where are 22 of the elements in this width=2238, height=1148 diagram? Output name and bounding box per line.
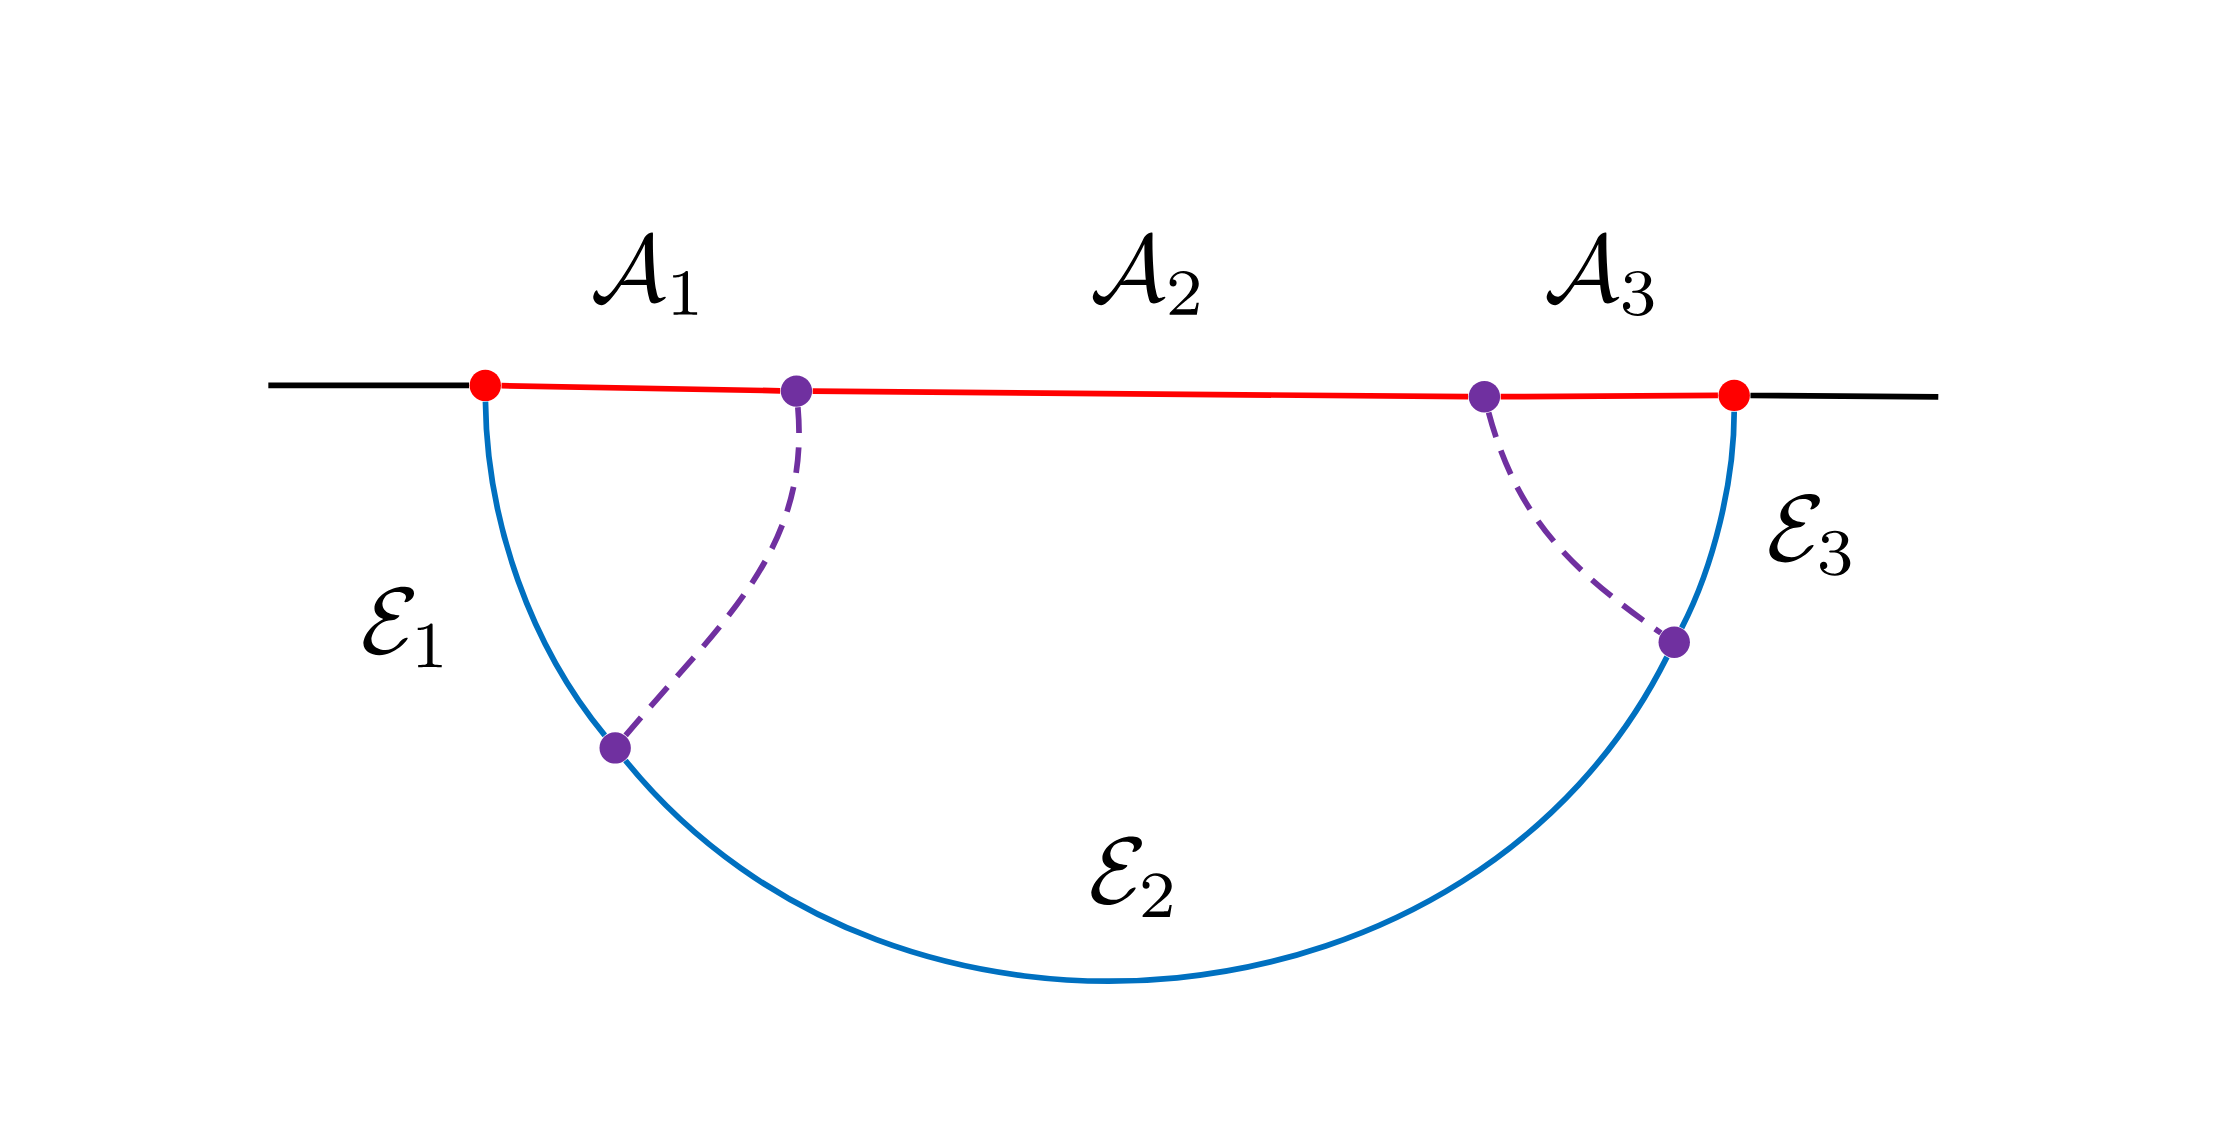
arc: [623, 655, 1670, 984]
arc: [1679, 411, 1738, 630]
dot: [780, 375, 813, 407]
dot: [1658, 626, 1690, 659]
math-label: $\mathcal{E}_2$: [1091, 836, 1172, 918]
dot: [1468, 381, 1501, 413]
math-label: $\mathcal{A}_1$: [593, 232, 698, 315]
dashed-curve: [623, 407, 802, 738]
line: [501, 383, 781, 394]
line: [268, 382, 469, 389]
line: [1500, 392, 1718, 400]
math-label: $\mathcal{E}_3$: [1769, 494, 1851, 576]
line: [1750, 392, 1939, 400]
math-label: $\mathcal{A}_2$: [1092, 232, 1199, 315]
dashed-curve: [1485, 411, 1663, 636]
dot: [469, 369, 501, 402]
line: [812, 388, 1469, 400]
math-label: $\mathcal{E}_1$: [363, 586, 442, 668]
arc: [482, 401, 608, 738]
dot: [1718, 379, 1750, 412]
math-label: $\mathcal{A}_3$: [1546, 232, 1654, 317]
dot: [599, 732, 631, 764]
